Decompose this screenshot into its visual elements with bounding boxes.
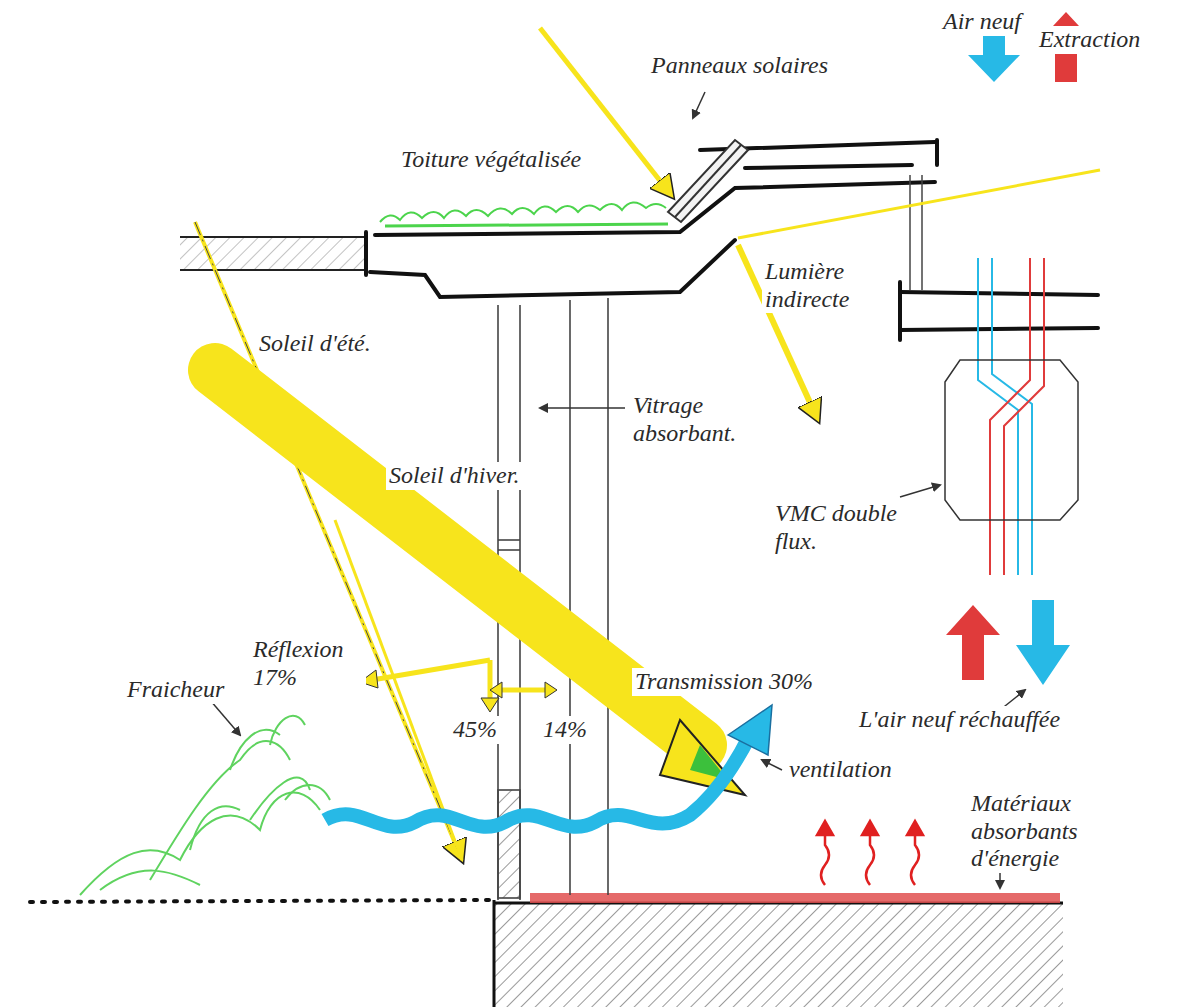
- green-roof: [380, 202, 668, 226]
- roof-slab: [366, 140, 1098, 340]
- panel-label: Panneaux solaires: [648, 52, 831, 80]
- transmission-label: Transmission 30%: [632, 668, 816, 696]
- reflection-arrows: [372, 660, 546, 700]
- upper-glazing: [910, 175, 922, 290]
- leader-line: [900, 485, 940, 497]
- ventilation-label: ventilation: [786, 756, 895, 784]
- ventilation-wave: [325, 735, 750, 827]
- vmc-label: VMC double flux.: [772, 500, 908, 555]
- air-label: L'air neuf réchauffée: [856, 706, 1063, 734]
- percent-label: 45%: [450, 716, 500, 744]
- solar-panel: [668, 140, 748, 222]
- extraction-label: Extraction: [1036, 26, 1143, 54]
- percent-label: 14%: [540, 716, 590, 744]
- leader-line: [540, 407, 625, 409]
- freshness-label: Fraicheur: [124, 676, 227, 704]
- material-label: Matériaux absorbants d'énergie: [968, 790, 1124, 873]
- winter-sun: [215, 370, 700, 745]
- glazing-label: Vitrage absorbant.: [630, 392, 786, 447]
- sun-ray: [738, 170, 1100, 238]
- light-label: Lumière indirecte: [762, 258, 888, 313]
- ventilation-head: [728, 705, 772, 755]
- sun-label: Soleil d'été.: [256, 330, 374, 358]
- vmc: [945, 10, 1092, 685]
- heat-arrows: [817, 821, 923, 885]
- reflection-heads: [360, 670, 557, 712]
- roof-label: Toiture végétalisée: [398, 146, 584, 174]
- leader-line: [210, 700, 240, 735]
- sun-label: Soleil d'hiver.: [386, 462, 522, 490]
- reflection-label: Réflexion 17%: [250, 636, 366, 691]
- leader-line: [693, 92, 705, 118]
- plants: [80, 716, 330, 895]
- air-label: Air neuf: [940, 8, 1024, 36]
- ground: [30, 893, 1063, 1007]
- leader-line: [762, 760, 782, 770]
